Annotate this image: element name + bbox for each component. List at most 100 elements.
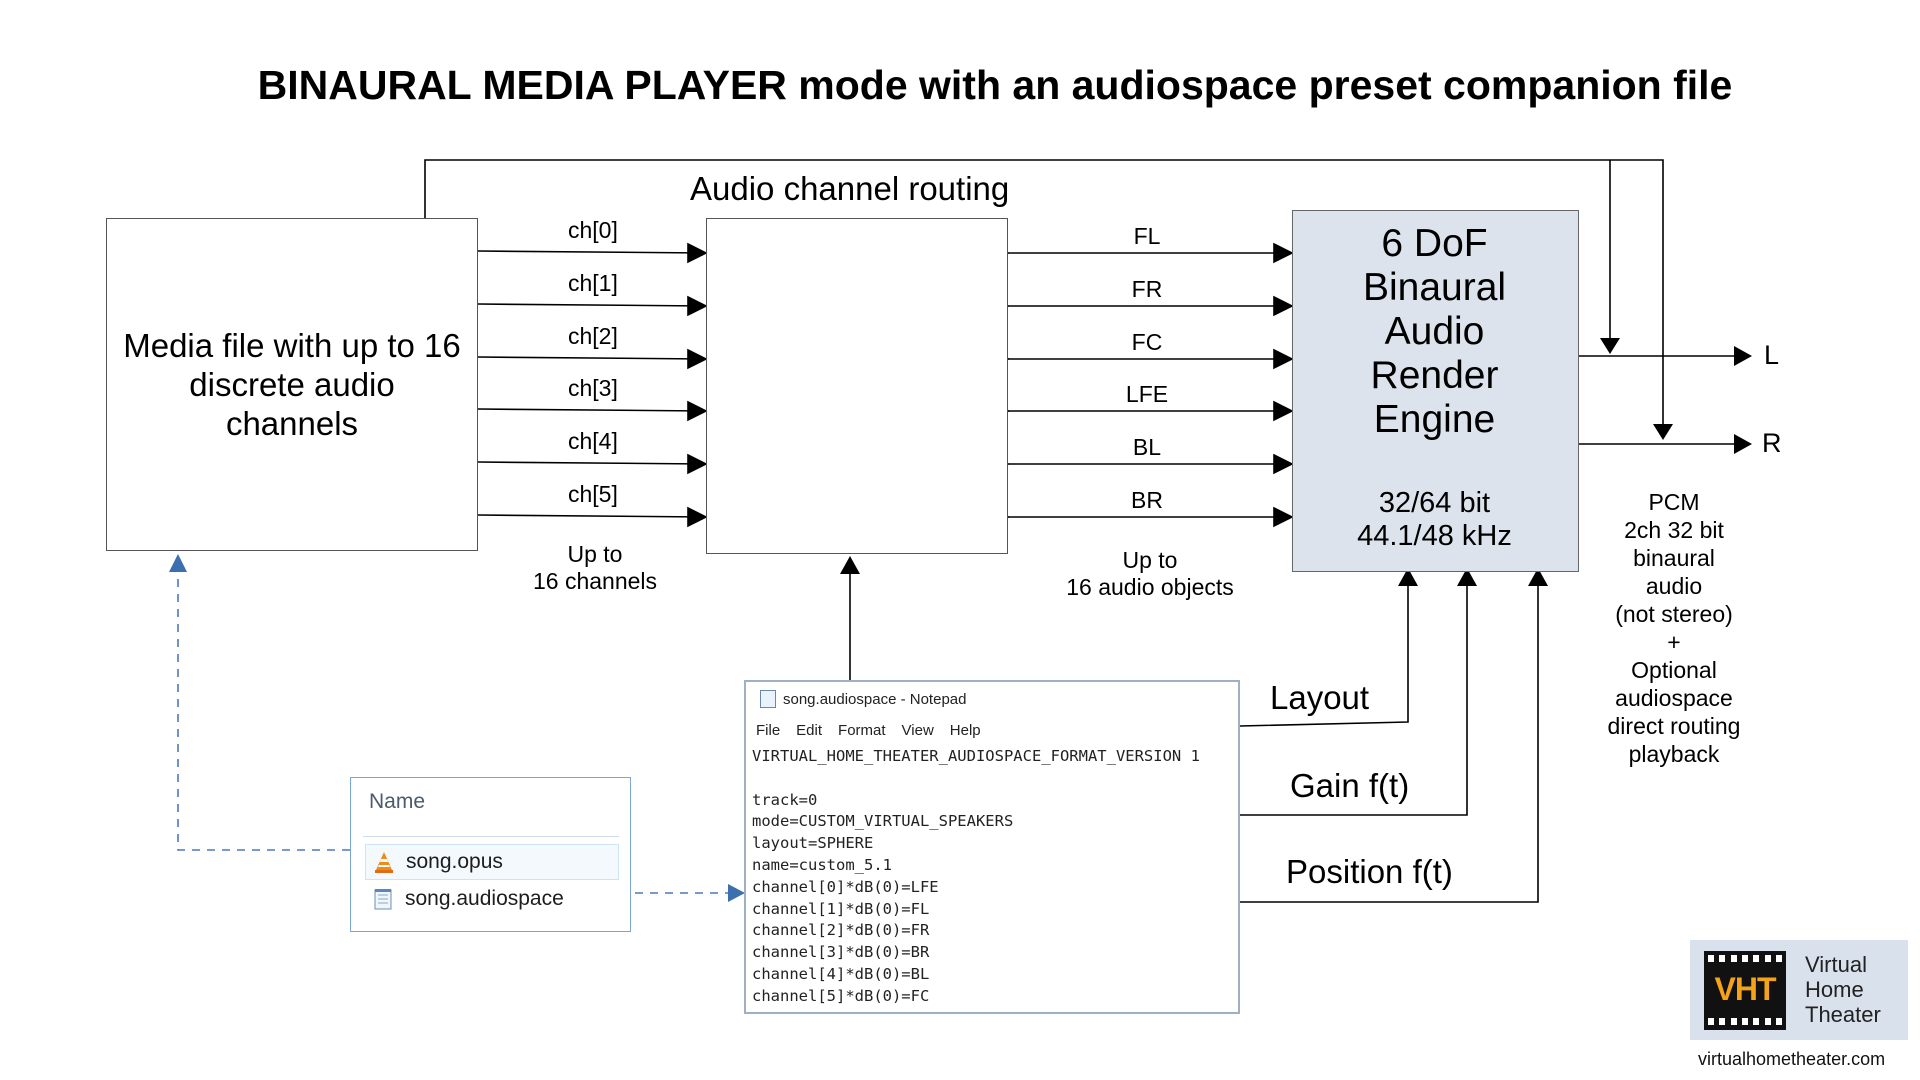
input-channel-arrow [687, 348, 708, 370]
outputs-note: Up to 16 audio objects [1040, 547, 1260, 601]
vlc-cone-icon [372, 850, 396, 874]
output-left-label: L [1764, 340, 1780, 370]
output-right-label: R [1762, 428, 1782, 458]
input-channel-line [477, 514, 707, 518]
inputs-note-line-2: 16 channels [532, 568, 658, 594]
pcm-note-line: binaural [1633, 545, 1715, 571]
logo-wordmark: Virtual Home Theater [1805, 952, 1881, 1027]
input-channel-line [477, 356, 707, 360]
bypass-arrow-left [1600, 338, 1620, 354]
pcm-note-line: direct routing [1607, 713, 1741, 739]
logo-line: Theater [1805, 1002, 1881, 1027]
pcm-note-line: audiospace [1615, 685, 1733, 711]
position-label: Position f(t) [1286, 853, 1453, 890]
engine-title-line: 6 DoF [1381, 222, 1488, 265]
pcm-note-line: PCM [1648, 489, 1700, 515]
menu-format[interactable]: Format [838, 722, 886, 739]
input-channel-line [477, 408, 707, 412]
outputs-note-line-2: 16 audio objects [1066, 574, 1234, 600]
output-object-arrow [1273, 453, 1294, 475]
notepad-file-icon [371, 887, 395, 911]
output-object-label: FC [1131, 329, 1163, 355]
input-channel-arrow [687, 400, 708, 422]
gain-label: Gain f(t) [1290, 767, 1410, 804]
engine-title-line: Binaural [1362, 266, 1507, 309]
file-name: song.opus [406, 850, 503, 873]
dashed-link-media [177, 568, 350, 851]
bypass-arrow-right [1653, 424, 1673, 440]
input-channel-arrow [687, 295, 708, 317]
outputs-note-line-1: Up to [1122, 547, 1178, 573]
menu-file[interactable]: File [756, 722, 781, 739]
file-explorer: Name song.opus song.audiospace [350, 777, 631, 932]
routing-title: Audio channel routing [690, 170, 1010, 207]
menu-view[interactable]: View [901, 722, 934, 739]
output-object-label: FL [1133, 223, 1161, 249]
pcm-note-line: Optional [1631, 657, 1717, 683]
engine-title-line: Render [1370, 354, 1499, 397]
input-channel-line [477, 250, 707, 254]
diagram-title: BINAURAL MEDIA PLAYER mode with an audio… [257, 62, 1733, 108]
input-channel-label: ch[2] [568, 323, 618, 349]
menu-edit[interactable]: Edit [796, 722, 823, 739]
input-channel-arrow [687, 453, 708, 475]
logo-line: Home [1805, 977, 1864, 1002]
output-object-arrow [1273, 242, 1294, 264]
inputs-note: Up to 16 channels [530, 541, 660, 595]
menu-help[interactable]: Help [949, 722, 981, 739]
inputs-note-line-1: Up to [567, 541, 623, 567]
notepad-menubar: File Edit Format View Help [756, 722, 981, 739]
pcm-note-line: (not stereo) [1615, 601, 1733, 627]
routing-box [706, 218, 1008, 554]
notepad-window: song.audiospace - Notepad File Edit Form… [744, 680, 1240, 1014]
pcm-note-line: 2ch 32 bit [1624, 517, 1724, 543]
engine-title-line: Audio [1384, 310, 1485, 353]
engine-format: 32/64 bit 44.1/48 kHz [1292, 487, 1577, 553]
layout-label: Layout [1270, 679, 1370, 716]
render-engine-box [1292, 210, 1579, 572]
output-object-label: FR [1131, 276, 1163, 302]
bypass-feed-line [424, 159, 1664, 428]
pcm-note-line: audio [1645, 573, 1703, 599]
input-channel-line [477, 303, 707, 307]
file-name: song.audiospace [405, 887, 564, 910]
notepad-titlebar: song.audiospace - Notepad [760, 690, 966, 708]
input-channel-arrow [687, 506, 708, 528]
output-object-arrow [1273, 506, 1294, 528]
file-row-opus[interactable]: song.opus [365, 844, 619, 880]
engine-sample-rate: 44.1/48 kHz [1357, 520, 1512, 552]
output-object-arrow [1273, 348, 1294, 370]
engine-title-line: Engine [1373, 398, 1496, 441]
pcm-note: PCM 2ch 32 bit binaural audio (not stere… [1588, 488, 1760, 768]
input-channel-arrow [687, 242, 708, 264]
media-file-label: Media file with up to 16 discrete audio … [123, 327, 461, 442]
pcm-note-line: + [1667, 629, 1681, 655]
header-divider [363, 836, 619, 837]
output-object-arrow [1273, 295, 1294, 317]
layout-control-line [1239, 582, 1409, 727]
output-object-label: BR [1131, 487, 1163, 513]
notepad-title: song.audiospace - Notepad [783, 690, 967, 708]
file-row-audiospace[interactable]: song.audiospace [365, 882, 617, 916]
input-channel-label: ch[1] [568, 270, 618, 296]
output-object-arrow [1273, 400, 1294, 422]
film-strip-icon: VHT [1704, 951, 1786, 1030]
input-channel-label: ch[3] [568, 375, 618, 401]
render-engine-title: 6 DoF Binaural Audio Render Engine [1292, 222, 1577, 442]
media-file-box: Media file with up to 16 discrete audio … [106, 218, 478, 551]
pcm-note-line: playback [1628, 741, 1720, 767]
input-channel-label: ch[0] [568, 217, 618, 243]
input-channel-label: ch[5] [568, 481, 618, 507]
website-url[interactable]: virtualhometheater.com [1698, 1049, 1886, 1069]
notepad-text-area[interactable]: VIRTUAL_HOME_THEATER_AUDIOSPACE_FORMAT_V… [752, 747, 1200, 1005]
gain-control-line [1240, 582, 1468, 816]
output-object-label: LFE [1125, 381, 1169, 407]
notepad-app-icon [760, 690, 776, 708]
logo-mark: VHT [1714, 971, 1777, 1007]
position-control-line [1240, 582, 1539, 903]
input-channel-line [477, 461, 707, 465]
input-channel-label: ch[4] [568, 428, 618, 454]
logo-line: Virtual [1805, 952, 1867, 977]
name-column-header[interactable]: Name [369, 790, 426, 813]
